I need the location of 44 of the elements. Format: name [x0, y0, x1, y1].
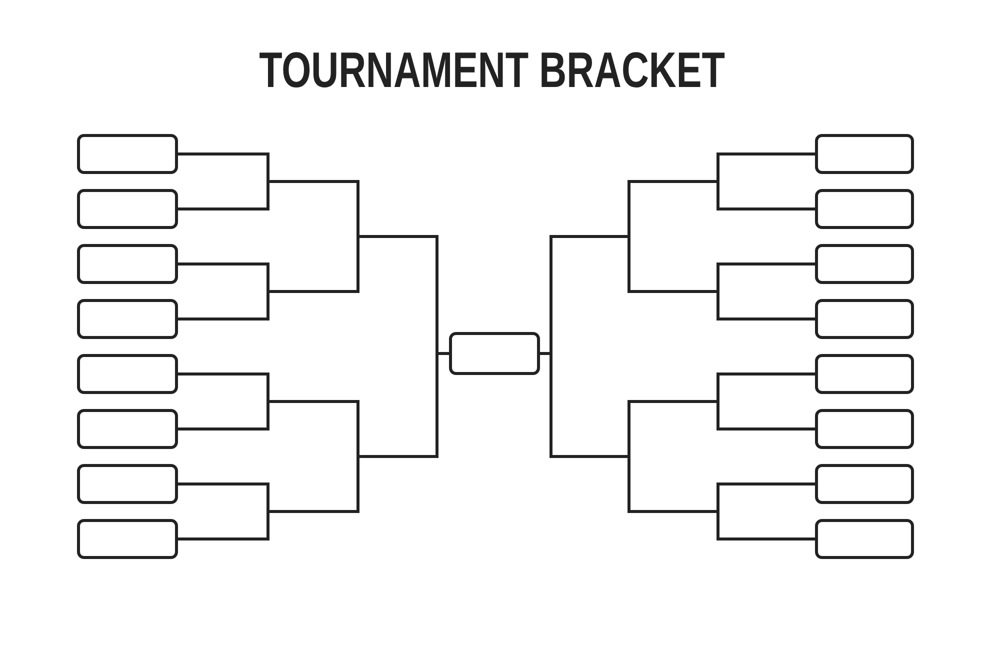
team-slot	[815, 409, 914, 449]
bracket-line	[176, 262, 270, 293]
team-slot	[815, 299, 914, 339]
team-slot	[77, 244, 178, 284]
team-slot	[77, 189, 178, 229]
bracket-line	[628, 400, 720, 458]
bracket-line	[176, 180, 270, 210]
bracket-line	[716, 262, 816, 293]
bracket-line	[266, 400, 360, 458]
bracket-line	[176, 510, 270, 540]
bracket-line	[628, 235, 720, 293]
team-slot	[77, 134, 178, 174]
bracket-line	[176, 290, 270, 320]
bracket-line	[176, 372, 270, 403]
bracket-line	[176, 482, 270, 513]
bracket-line	[716, 400, 816, 430]
diagram-title: TOURNAMENT BRACKET	[259, 45, 725, 95]
bracket-line	[176, 400, 270, 430]
team-slot	[815, 189, 914, 229]
team-slot	[77, 354, 178, 394]
bracket-line	[266, 235, 360, 293]
bracket-line	[176, 152, 270, 183]
bracket-line	[266, 180, 360, 238]
bracket-line	[266, 455, 360, 513]
bracket-line	[716, 372, 816, 403]
team-slot	[815, 244, 914, 284]
bracket-line	[628, 180, 720, 238]
team-slot	[815, 464, 914, 504]
bracket-line	[716, 290, 816, 320]
bracket-line	[716, 510, 816, 540]
bracket-line	[716, 152, 816, 183]
team-slot	[77, 409, 178, 449]
team-slot	[815, 519, 914, 559]
team-slot	[77, 519, 178, 559]
team-slot	[815, 354, 914, 394]
bracket-line	[628, 455, 720, 513]
bracket-line	[538, 352, 630, 458]
team-slot	[77, 299, 178, 339]
team-slot	[77, 464, 178, 504]
bracket-line	[716, 180, 816, 210]
bracket-line	[716, 482, 816, 513]
final-slot	[449, 332, 540, 375]
bracket-line	[356, 352, 450, 458]
team-slot	[815, 134, 914, 174]
